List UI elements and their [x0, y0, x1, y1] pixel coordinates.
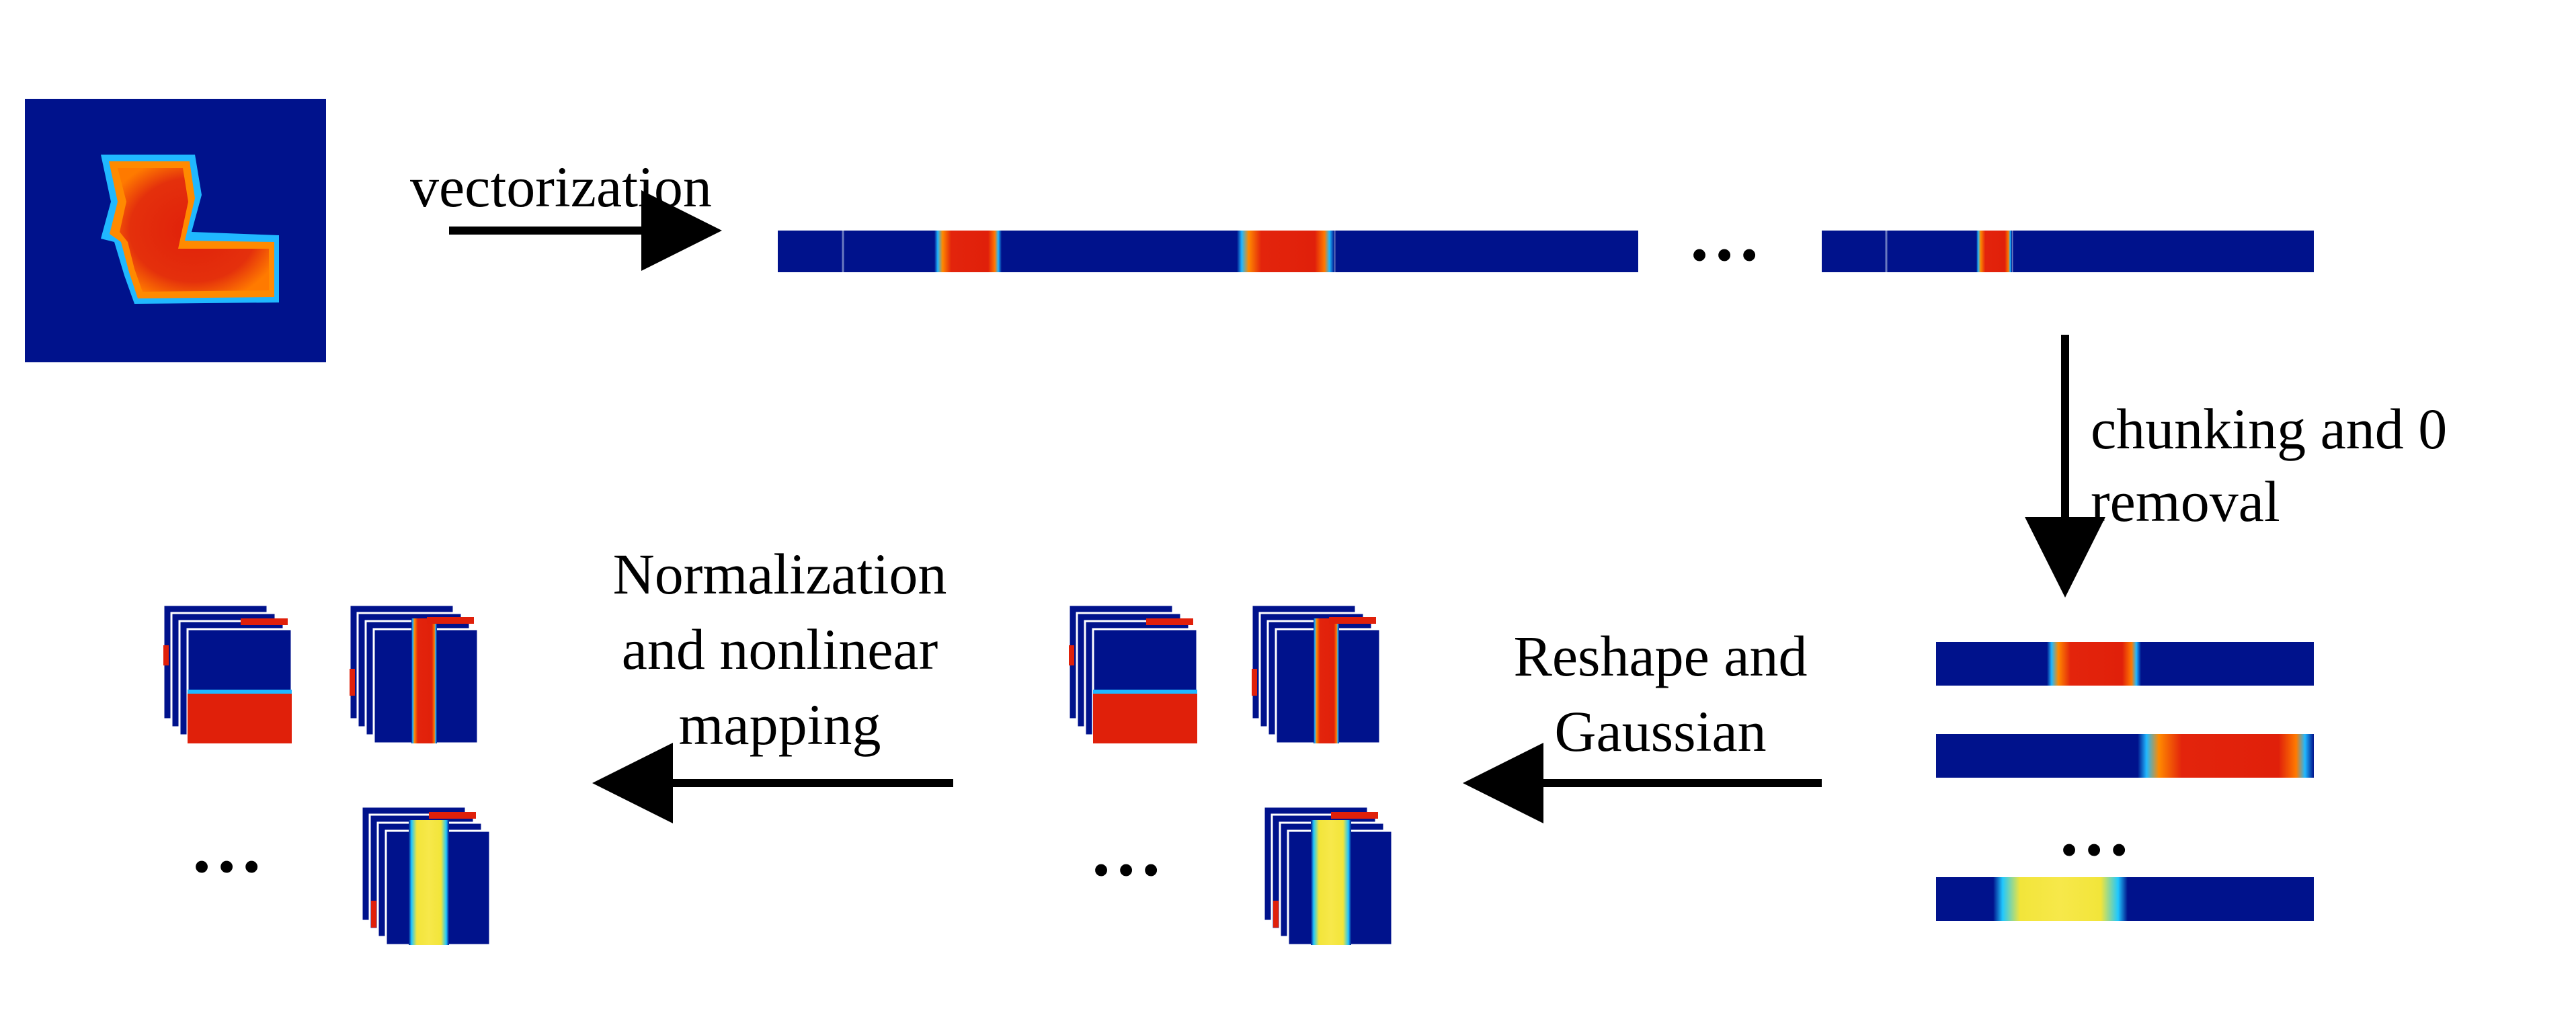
chunk-strip-2: [1936, 734, 2314, 778]
ellipsis-gaussian-stacks: …: [1089, 809, 1168, 891]
source-heatmap: [25, 99, 326, 362]
stack-normalized-red-vertical: [348, 604, 479, 745]
chunk-strip-1: [1936, 642, 2314, 686]
stack-gaussian-red-vertical: [1250, 604, 1381, 745]
normalization-label-line1: Normalization: [612, 542, 947, 606]
chunking-label-line1: chunking and 0: [2091, 397, 2448, 461]
normalization-label-line2: and nonlinear: [621, 617, 938, 682]
ellipsis-vector: …: [1687, 194, 1767, 276]
chunking-label-line2: removal: [2091, 469, 2280, 534]
normalization-label-line3: mapping: [678, 692, 881, 757]
stack-gaussian-yellow: [1262, 805, 1394, 946]
chunk-strip-3: [1936, 877, 2314, 921]
reshape-label-line2: Gaussian: [1554, 699, 1767, 764]
ellipsis-chunks: …: [2057, 789, 2136, 871]
vector-strip-1: [778, 231, 1638, 272]
vector-strip-2: [1822, 231, 2314, 272]
stack-normalized-yellow: [360, 805, 491, 946]
ellipsis-normalized-stacks: …: [190, 806, 269, 888]
stack-normalized-red-horizontal: [162, 604, 293, 745]
reshape-label-line1: Reshape and: [1513, 624, 1808, 688]
stack-gaussian-red-horizontal: [1068, 604, 1199, 745]
vectorization-label: vectorization: [410, 155, 712, 219]
